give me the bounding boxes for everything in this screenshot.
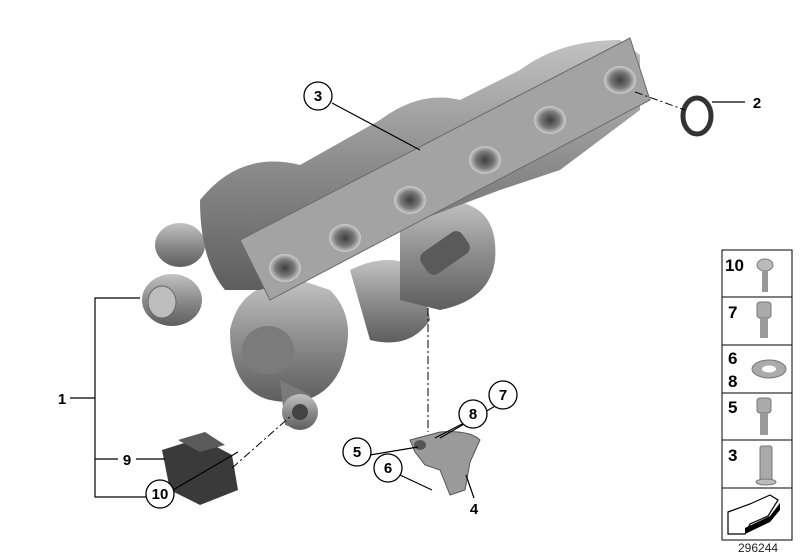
svg-text:5: 5 [353, 444, 361, 461]
callout-8[interactable]: 8 [458, 399, 488, 429]
svg-text:6: 6 [384, 460, 392, 477]
svg-text:10: 10 [725, 256, 744, 275]
callout-3[interactable]: 3 [303, 81, 333, 111]
socket-cap-screw-icon [756, 397, 772, 435]
svg-text:3: 3 [314, 88, 322, 105]
threaded-stud-nut-icon [755, 445, 777, 486]
washer-icon [751, 359, 787, 379]
svg-text:7: 7 [499, 387, 507, 404]
panel-row-6-8: 6 8 [728, 349, 787, 391]
svg-text:1: 1 [58, 391, 66, 408]
svg-text:8: 8 [728, 372, 737, 391]
svg-text:6: 6 [728, 349, 737, 368]
callout-2[interactable]: 2 [753, 95, 761, 112]
socket-cap-screw-icon [756, 301, 772, 338]
svg-text:4: 4 [470, 501, 479, 518]
torx-pan-screw-icon [756, 258, 774, 292]
callout-9[interactable]: 9 [123, 452, 131, 469]
parts-panel: 10 7 6 8 5 3 [721, 249, 793, 541]
svg-text:5: 5 [728, 398, 737, 417]
svg-text:8: 8 [469, 406, 477, 423]
svg-text:2: 2 [753, 95, 761, 112]
callout-4[interactable]: 4 [470, 501, 479, 518]
callout-10[interactable]: 10 [145, 479, 175, 509]
callout-1[interactable]: 1 [58, 391, 66, 408]
panel-row-10: 10 [725, 256, 774, 292]
gasket-ring [680, 95, 714, 137]
assembly-lines [231, 91, 686, 469]
panel-row-5: 5 [728, 397, 772, 435]
drawing-number: 296244 [738, 541, 779, 555]
callout-5[interactable]: 5 [342, 437, 372, 467]
callout-7[interactable]: 7 [488, 380, 518, 410]
svg-text:10: 10 [152, 486, 169, 503]
panel-row-3: 3 [728, 445, 777, 486]
turbocharger-housing [142, 200, 496, 430]
callout-6[interactable]: 6 [373, 453, 403, 483]
svg-text:7: 7 [728, 303, 737, 322]
arrow-direction-icon [727, 494, 780, 535]
panel-row-7: 7 [728, 301, 772, 338]
wastegate-actuator [162, 432, 238, 505]
exhaust-manifold [200, 37, 651, 301]
svg-text:9: 9 [123, 452, 131, 469]
svg-text:3: 3 [728, 446, 737, 465]
